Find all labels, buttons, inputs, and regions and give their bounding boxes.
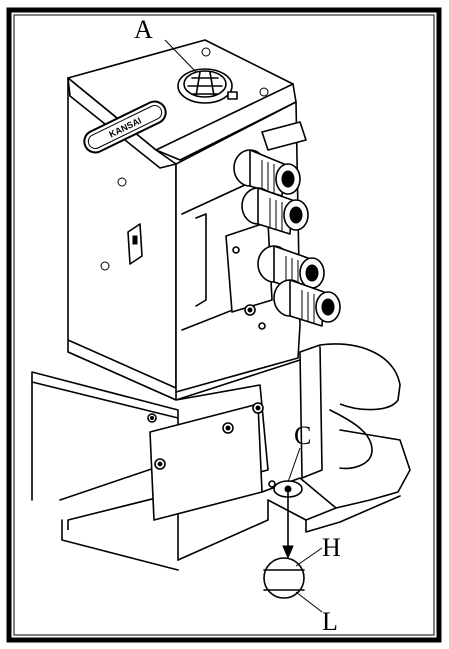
leader-h — [295, 547, 323, 567]
leader-l — [295, 591, 323, 613]
label-c: C — [294, 421, 311, 450]
inner-border — [13, 14, 435, 636]
label-h: H — [322, 533, 341, 562]
tension-knob-2[interactable] — [241, 187, 309, 235]
tension-knob-1[interactable] — [233, 149, 301, 197]
outer-border — [6, 7, 442, 643]
thread-tension-assembly — [225, 121, 341, 330]
oil-gauge-a — [177, 68, 238, 104]
tension-knob-4[interactable] — [273, 279, 341, 327]
brand-logo: KANSAI — [83, 100, 167, 154]
leader-c — [287, 447, 301, 483]
machine-bed — [31, 343, 411, 571]
oil-level-window — [263, 557, 305, 599]
label-l: L — [322, 607, 338, 636]
oil-drain-c — [268, 480, 303, 498]
tension-knob-3[interactable] — [257, 245, 325, 293]
leader-a — [164, 39, 197, 73]
label-a: A — [134, 15, 153, 44]
